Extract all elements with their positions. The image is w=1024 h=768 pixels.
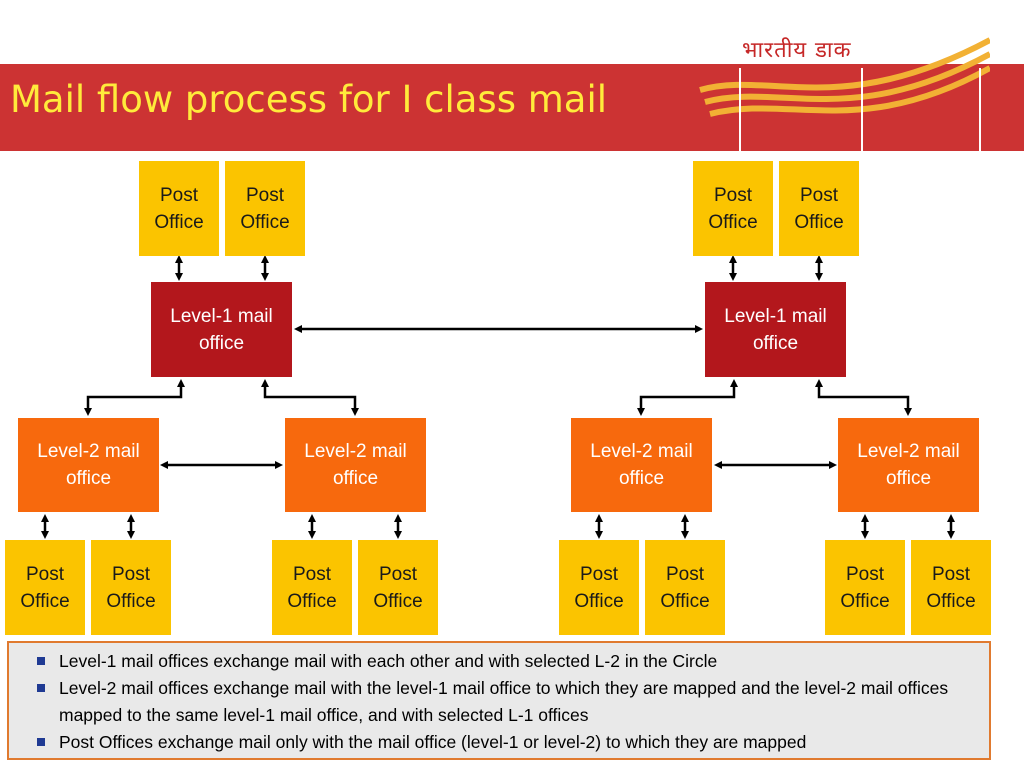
- connector-l1-l2-c: [637, 379, 738, 416]
- box-label-line2: Office: [373, 590, 423, 612]
- level2-mail-office-box: Level-2 mail office: [571, 418, 712, 512]
- bullet-icon: [37, 684, 45, 692]
- connector-l1-l2-a: [84, 379, 185, 416]
- box-label-line1: Post: [378, 563, 418, 585]
- box-label-line1: Post: [245, 184, 285, 206]
- level2-mail-office-box: Level-2 mail office: [18, 418, 159, 512]
- level1-mail-office-box: Level-1 mail office: [705, 282, 846, 377]
- box-label-line2: Office: [660, 590, 710, 612]
- note-item: Level-2 mail offices exchange mail with …: [37, 675, 974, 729]
- box-label-line1: Post: [931, 563, 971, 585]
- box-label-line1: Post: [111, 563, 151, 585]
- box-label-line1: Post: [159, 184, 199, 206]
- box-label-line2: Office: [794, 211, 844, 233]
- level2-mail-office-box: Level-2 mail office: [285, 418, 426, 512]
- box-label-line1: Post: [845, 563, 885, 585]
- box-label-line2: Office: [287, 590, 337, 612]
- box-label-line2: office: [618, 468, 665, 489]
- box-label-line1: Post: [292, 563, 332, 585]
- box-label-line2: office: [752, 332, 799, 354]
- box-label-line1: Post: [579, 563, 619, 585]
- note-item: Level-1 mail offices exchange mail with …: [37, 648, 974, 675]
- box-label-line1: Level-2 mail: [37, 441, 140, 462]
- box-label-line2: office: [885, 468, 932, 489]
- box-label-line1: Post: [713, 184, 753, 206]
- note-item: Post Offices exchange mail only with the…: [37, 729, 974, 756]
- box-label-line2: office: [65, 468, 112, 489]
- box-label-line1: Post: [799, 184, 839, 206]
- box-label-line1: Level-1 mail: [724, 305, 827, 327]
- note-text: Level-2 mail offices exchange mail with …: [59, 678, 949, 725]
- slide-title: Mail flow process for I class mail: [10, 78, 608, 121]
- box-label-line2: Office: [240, 211, 290, 233]
- box-label-line2: Office: [840, 590, 890, 612]
- logo-text: भारतीय डाक: [742, 38, 852, 63]
- notes-list: Level-1 mail offices exchange mail with …: [37, 648, 974, 756]
- box-label-line1: Post: [665, 563, 705, 585]
- box-label-line2: office: [198, 332, 245, 354]
- box-label-line1: Level-1 mail: [170, 305, 273, 327]
- box-label-line2: Office: [926, 590, 976, 612]
- level2-mail-office-box: Level-2 mail office: [838, 418, 979, 512]
- notes-box: Level-1 mail offices exchange mail with …: [7, 641, 991, 760]
- box-label-line2: Office: [20, 590, 70, 612]
- box-label-line2: Office: [154, 211, 204, 233]
- box-label-line2: office: [332, 468, 379, 489]
- box-label-line1: Level-2 mail: [590, 441, 693, 462]
- bullet-icon: [37, 738, 45, 746]
- box-label-line2: Office: [574, 590, 624, 612]
- india-post-logo: [699, 37, 990, 152]
- bullet-icon: [37, 657, 45, 665]
- note-text: Level-1 mail offices exchange mail with …: [59, 651, 718, 671]
- box-label-line1: Level-2 mail: [857, 441, 960, 462]
- connector-l1-l2-b: [261, 379, 359, 416]
- note-text: Post Offices exchange mail only with the…: [59, 732, 807, 752]
- connector-l1-l2-d: [815, 379, 912, 416]
- box-label-line1: Level-2 mail: [304, 441, 407, 462]
- box-label-line2: Office: [708, 211, 758, 233]
- connector-lines: [41, 255, 955, 539]
- box-label-line1: Post: [25, 563, 65, 585]
- level1-mail-office-box: Level-1 mail office: [151, 282, 292, 377]
- box-label-line2: Office: [106, 590, 156, 612]
